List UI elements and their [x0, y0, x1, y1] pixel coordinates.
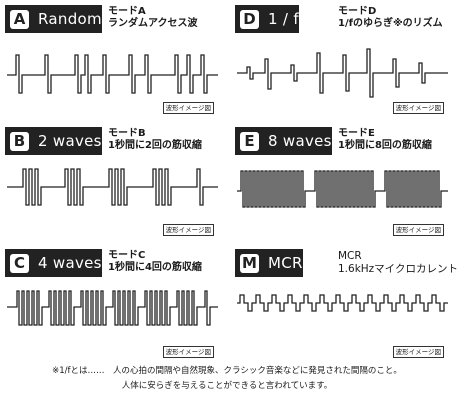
- mode-name: MCR: [268, 254, 303, 272]
- waveform-image-tag: 波形イメージ図: [392, 102, 444, 114]
- mode-code: モードD: [338, 6, 377, 17]
- waveform-1f: [237, 48, 448, 98]
- mode-name: 2 waves: [38, 132, 102, 150]
- mode-code: モードC: [108, 250, 146, 261]
- waveform-line: [237, 48, 448, 98]
- panel-mode-d: D 1 / f モードD 1/fのゆらぎ※のリズム 波形イメージ図: [235, 5, 450, 120]
- mode-detail: 1秒間に8回の筋収縮: [338, 140, 432, 151]
- mode-detail: 1.6kHzマイクロカレント: [338, 263, 458, 275]
- mode-label-box: M MCR: [235, 249, 303, 277]
- mode-detail: 1/fのゆらぎ※のリズム: [338, 18, 443, 29]
- mode-label-box: B 2 waves: [5, 127, 102, 155]
- waveform-image-tag: 波形イメージ図: [162, 346, 214, 358]
- mode-name: Random: [38, 10, 102, 28]
- waveform-random: [7, 54, 218, 94]
- mode-detail: 1秒間に2回の筋収縮: [108, 140, 202, 151]
- mode-letter-badge: B: [10, 131, 29, 151]
- mode-description: モードB 1秒間に2回の筋収縮: [108, 128, 202, 152]
- mode-code: モードB: [108, 128, 146, 139]
- waveform-line: [237, 170, 448, 208]
- mode-letter-badge: C: [10, 253, 29, 273]
- mode-description: モードE 1秒間に8回の筋収縮: [338, 128, 432, 152]
- mode-letter-badge: M: [240, 253, 259, 273]
- mode-label-box: D 1 / f: [235, 5, 299, 33]
- mode-description: MCR 1.6kHzマイクロカレント: [338, 250, 458, 276]
- waveform-image-tag: 波形イメージ図: [162, 102, 214, 114]
- mode-label-box: E 8 waves: [235, 127, 332, 155]
- mode-code: モードA: [108, 6, 146, 17]
- mode-label-box: A Random: [5, 5, 102, 33]
- mode-label-box: C 4 waves: [5, 249, 102, 277]
- mode-description: モードC 1秒間に4回の筋収縮: [108, 250, 202, 274]
- mode-letter-badge: D: [240, 9, 259, 29]
- waveform-image-tag: 波形イメージ図: [392, 346, 444, 358]
- waveform-2-waves: [7, 168, 218, 206]
- waveform-8-waves: [237, 170, 448, 208]
- footnote-line-2: 人体に安らぎを与えることができると言われています。: [121, 381, 333, 391]
- waveform-image-tag: 波形イメージ図: [162, 224, 214, 236]
- mode-description: モードD 1/fのゆらぎ※のリズム: [338, 6, 443, 30]
- waveform-line: [237, 294, 448, 312]
- mode-code: MCR: [338, 250, 362, 262]
- panel-mode-a: A Random モードA ランダムアクセス波 波形イメージ図: [5, 5, 220, 120]
- mode-name: 4 waves: [38, 254, 102, 272]
- panel-mode-mcr: M MCR MCR 1.6kHzマイクロカレント 波形イメージ図: [235, 249, 458, 364]
- mode-letter-badge: E: [240, 131, 259, 151]
- mode-description: モードA ランダムアクセス波: [108, 6, 198, 30]
- waveform-line: [7, 290, 218, 326]
- mode-name: 8 waves: [268, 132, 332, 150]
- mode-letter-badge: A: [10, 9, 29, 29]
- panel-mode-e: E 8 waves モードE 1秒間に8回の筋収縮 波形イメージ図: [235, 127, 450, 242]
- waveform-image-tag: 波形イメージ図: [392, 224, 444, 236]
- mode-detail: 1秒間に4回の筋収縮: [108, 262, 202, 273]
- mode-detail: ランダムアクセス波: [108, 18, 198, 29]
- panel-mode-b: B 2 waves モードB 1秒間に2回の筋収縮 波形イメージ図: [5, 127, 220, 242]
- waveform-4-waves: [7, 290, 218, 326]
- footnote-line-1: ※1/fとは…… 人の心拍の間隔や自然現象、クラシック音楽などに発見された間隔の…: [52, 366, 402, 376]
- mode-code: モードE: [338, 128, 375, 139]
- mode-name: 1 / f: [268, 10, 299, 28]
- waveform-line: [7, 168, 218, 206]
- panel-mode-c: C 4 waves モードC 1秒間に4回の筋収縮 波形イメージ図: [5, 249, 220, 364]
- waveform-line: [7, 54, 218, 94]
- waveform-mcr: [237, 294, 448, 312]
